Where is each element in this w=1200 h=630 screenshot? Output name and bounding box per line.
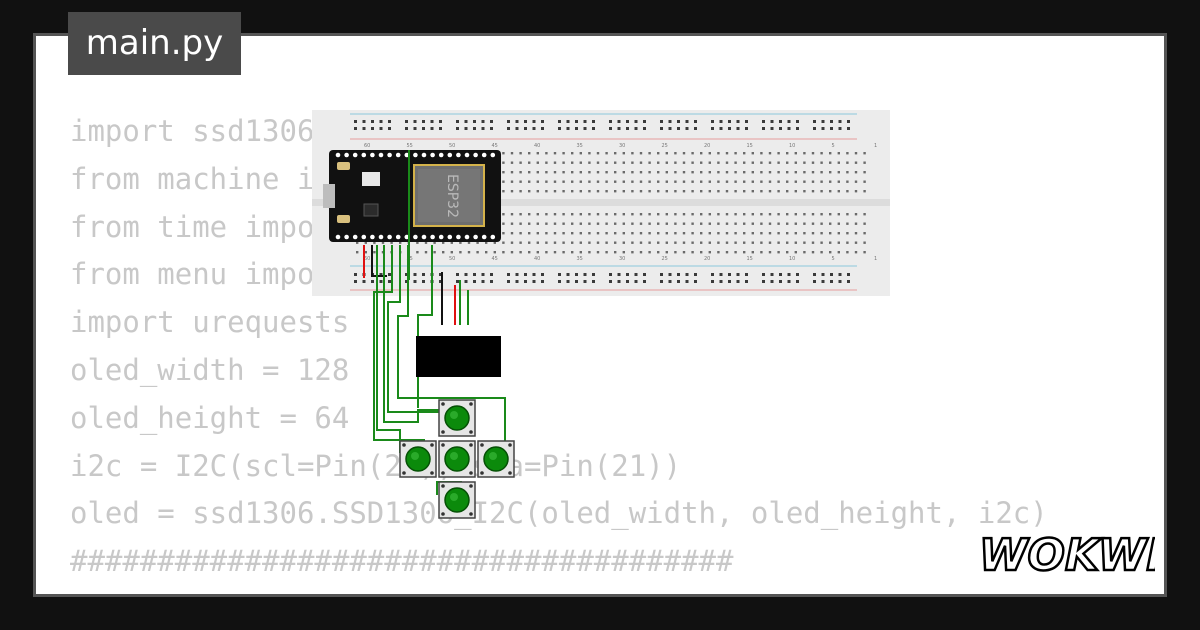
breadboard-number: 25 <box>662 143 668 149</box>
breadboard-number: 20 <box>704 143 710 149</box>
breadboard-number: 5 <box>832 256 835 262</box>
breadboard-number: 15 <box>747 143 753 149</box>
push-button[interactable] <box>399 440 437 478</box>
esp32-board[interactable]: ESP32 <box>323 150 501 242</box>
code-line: import ssd1306 <box>70 114 315 148</box>
breadboard-number: 20 <box>704 256 710 262</box>
breadboard-number: 1 <box>874 256 877 262</box>
breadboard-number: 1 <box>874 143 877 149</box>
code-line: import urequests <box>70 305 350 340</box>
breadboard-number: 60 <box>364 143 370 149</box>
breadboard-number: 55 <box>407 143 413 149</box>
breadboard-number: 35 <box>577 143 583 149</box>
breadboard-number: 45 <box>492 256 498 262</box>
breadboard-number: 40 <box>534 256 540 262</box>
breadboard-number: 45 <box>492 143 498 149</box>
push-button[interactable] <box>438 481 476 519</box>
breadboard-number: 10 <box>789 256 795 262</box>
breadboard-number: 50 <box>449 256 455 262</box>
push-button[interactable] <box>438 440 476 478</box>
breadboard-number: 25 <box>662 256 668 262</box>
logo-text: WOKWI <box>979 530 1155 581</box>
breadboard-number: 10 <box>789 143 795 149</box>
breadboard-number: 5 <box>832 143 835 149</box>
code-line: oled_width = 128 <box>70 352 350 387</box>
breadboard-number: 30 <box>619 256 625 262</box>
breadboard-number: 15 <box>747 256 753 262</box>
code-line: oled = ssd1306.SSD1306_I2C(oled_width, o… <box>70 496 1048 531</box>
code-line: oled_height = 64 <box>70 400 350 435</box>
oled-display[interactable] <box>416 336 501 377</box>
code-line: ###################################### <box>70 544 734 579</box>
file-tab-label: main.py <box>85 23 224 63</box>
push-button[interactable] <box>477 440 515 478</box>
breadboard-number: 40 <box>534 143 540 149</box>
circuit-overlay: ESP32 <box>323 150 515 519</box>
ground-wire <box>371 245 387 277</box>
file-tab[interactable]: main.py <box>68 12 241 75</box>
code-line: import network <box>70 586 1048 594</box>
push-button[interactable] <box>438 399 476 437</box>
mcu-label: ESP32 <box>444 174 460 218</box>
breadboard-number: 35 <box>577 256 583 262</box>
wokwi-logo[interactable]: WOKWI <box>975 522 1155 582</box>
breadboard-number: 50 <box>449 143 455 149</box>
breadboard-number: 60 <box>364 256 370 262</box>
breadboard-number: 30 <box>619 143 625 149</box>
